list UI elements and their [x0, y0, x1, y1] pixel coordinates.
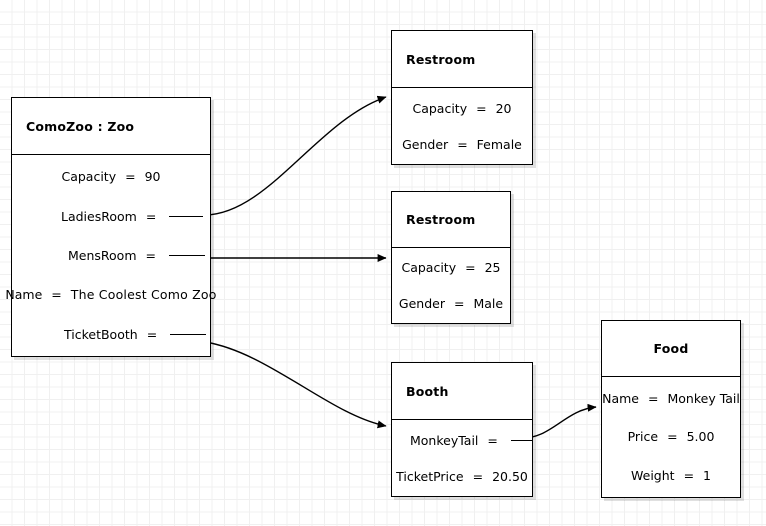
slot-link-stub — [169, 254, 205, 256]
slot-price: Price = 5.00 — [602, 429, 740, 444]
slot-mensroom: MensRoom = — [12, 248, 210, 263]
object-body-food: Name = Monkey Tail Price = 5.00 Weight =… — [602, 377, 740, 497]
slot-name-label: Name — [602, 390, 639, 406]
slot-capacity: Capacity = 90 — [12, 169, 210, 184]
object-box-booth[interactable]: Booth MonkeyTail = TicketPrice = 20.50 — [391, 362, 533, 497]
slot-name: Capacity — [412, 100, 468, 116]
link-ticketbooth-to-booth — [204, 341, 387, 429]
slot-ladiesroom: LadiesRoom = — [12, 209, 210, 224]
object-header-comozoo: ComoZoo : Zoo — [12, 98, 210, 155]
slot-ticketbooth: TicketBooth = — [12, 327, 210, 342]
slot-name: Weight — [631, 468, 675, 484]
slot-name: TicketPrice — [396, 468, 464, 484]
slot-value: Male — [473, 295, 504, 311]
slot-name: Name = The Coolest Como Zoo — [5, 287, 216, 303]
object-body-restroom-male: Capacity = 25 Gender = Male — [392, 248, 510, 323]
slot-equals: = — [51, 287, 62, 303]
slot-link-stub — [169, 215, 204, 217]
slot-name: Capacity — [61, 169, 117, 185]
slot-gender: Gender = Male — [392, 296, 510, 311]
slot-value: 5.00 — [686, 429, 715, 445]
link-ladiesroom-to-restroom-female — [204, 95, 387, 216]
slot-link-stub — [170, 333, 207, 335]
slot-name: TicketBooth — [64, 326, 138, 342]
slot-value: 20.50 — [492, 468, 528, 484]
slot-ticketprice: TicketPrice = 20.50 — [392, 469, 532, 484]
slot-equals: = — [648, 390, 659, 406]
slot-name: Price — [627, 429, 659, 445]
slot-name: MensRoom — [68, 247, 137, 263]
slot-equals: = — [472, 468, 484, 484]
slot-equals: = — [145, 208, 157, 224]
slot-value: The Coolest Como Zoo — [70, 287, 217, 303]
slot-weight: Weight = 1 — [602, 468, 740, 483]
object-body-booth: MonkeyTail = TicketPrice = 20.50 — [392, 420, 532, 496]
slot-name: Capacity — [401, 260, 457, 276]
slot-equals: = — [683, 468, 695, 484]
slot-capacity: Capacity = 20 — [392, 101, 532, 116]
slot-equals: = — [457, 136, 468, 152]
slot-value: 90 — [144, 169, 161, 185]
slot-name: Gender — [398, 295, 445, 311]
slot-capacity: Capacity = 25 — [392, 260, 510, 275]
slot-value: 25 — [484, 260, 501, 276]
object-header-restroom-female: Restroom — [392, 31, 532, 88]
object-body-restroom-female: Capacity = 20 Gender = Female — [392, 88, 532, 164]
slot-equals: = — [453, 295, 465, 311]
slot-name: Gender — [402, 136, 449, 152]
slot-equals: = — [465, 260, 476, 276]
object-box-restroom-male[interactable]: Restroom Capacity = 25 Gender = Male — [391, 191, 511, 324]
slot-equals: = — [667, 429, 678, 445]
slot-equals: = — [145, 247, 156, 263]
object-box-comozoo[interactable]: ComoZoo : Zoo Capacity = 90 LadiesRoom =… — [5, 97, 216, 357]
object-body-comozoo: Capacity = 90 LadiesRoom = MensRoom = — [5, 155, 216, 356]
slot-name-label: Name — [5, 287, 43, 303]
slot-gender: Gender = Female — [392, 137, 532, 152]
object-box-food[interactable]: Food Name = Monkey Tail Price = 5.00 Wei… — [601, 320, 741, 498]
slot-value: Monkey Tail — [667, 390, 740, 406]
object-header-restroom-male: Restroom — [392, 192, 510, 248]
object-box-restroom-female[interactable]: Restroom Capacity = 20 Gender = Female — [391, 30, 533, 165]
slot-equals: = — [476, 100, 487, 116]
object-header-food: Food — [602, 321, 740, 377]
slot-equals: = — [125, 169, 136, 185]
slot-name: LadiesRoom — [61, 208, 137, 224]
slot-name: MonkeyTail — [410, 432, 479, 448]
slot-monkeytail: MonkeyTail = — [392, 433, 532, 448]
slot-equals: = — [487, 432, 498, 448]
slot-equals: = — [146, 326, 158, 342]
object-header-booth: Booth — [392, 363, 532, 420]
slot-name: Name = Monkey Tail — [602, 391, 740, 406]
slot-value: Female — [476, 136, 522, 152]
slot-value: 20 — [495, 100, 512, 116]
slot-link-stub — [510, 439, 532, 441]
slot-value: 1 — [703, 468, 711, 484]
